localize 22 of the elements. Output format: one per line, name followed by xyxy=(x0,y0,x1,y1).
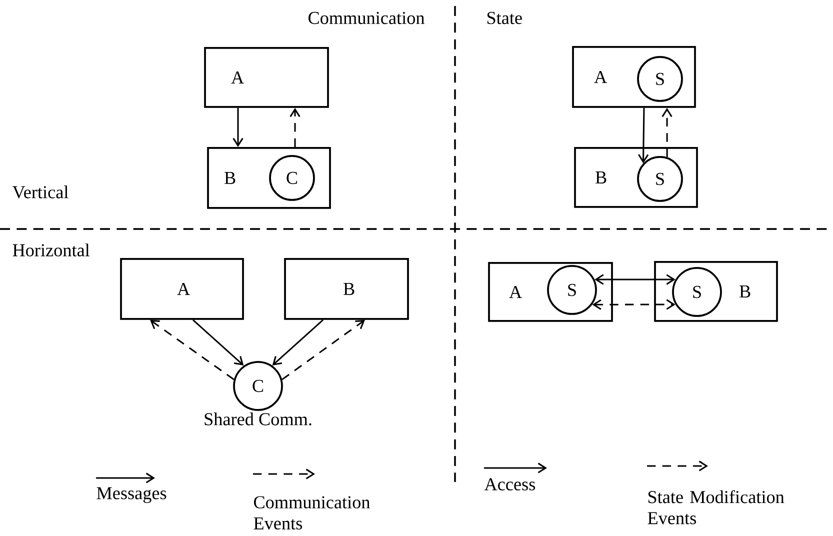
quadrant-label: State xyxy=(487,12,522,24)
legend-label: Access xyxy=(484,478,535,490)
arrow xyxy=(662,108,672,158)
component-box: B xyxy=(284,258,409,320)
node-caption: Shared Comm. xyxy=(204,412,312,426)
arrow xyxy=(290,108,300,148)
arrow xyxy=(150,320,234,380)
arrow xyxy=(232,108,244,148)
arrow xyxy=(592,299,676,310)
component-box: A xyxy=(204,47,329,108)
quadrant-label: Horizontal xyxy=(12,244,90,256)
arrow xyxy=(272,319,324,366)
component-box: A xyxy=(120,258,244,320)
arrow xyxy=(594,274,676,285)
legend-label: Communication Events xyxy=(254,496,370,530)
legend-label: Messages xyxy=(96,487,166,504)
quadrant-label: Communication xyxy=(308,12,424,24)
arrow xyxy=(638,108,649,164)
legend-label: State Modification Events xyxy=(648,490,784,524)
quadrant-label: Vertical xyxy=(12,186,68,198)
arrow xyxy=(192,319,244,366)
arrow xyxy=(282,320,365,380)
